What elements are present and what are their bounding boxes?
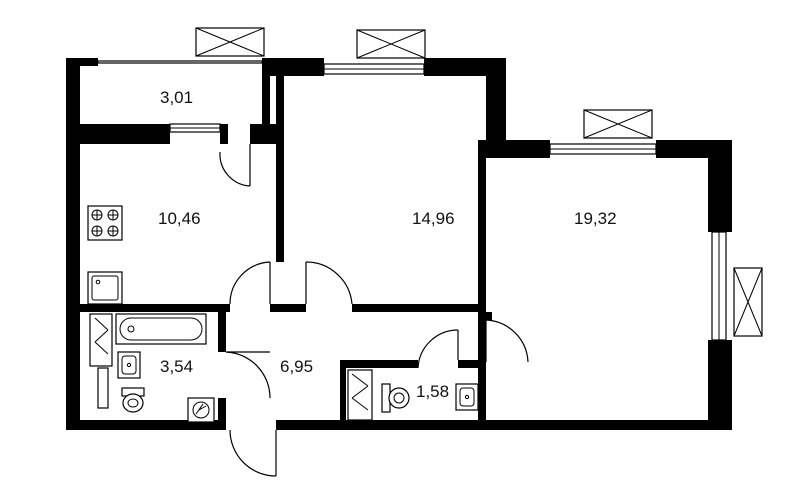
wall-balcony-bottom	[66, 124, 170, 144]
room-area-toilet: 1,58	[416, 382, 449, 401]
room-area-bathroom: 3,54	[160, 357, 193, 376]
wall-kitchen-bedroom	[276, 76, 284, 262]
toilet-icon	[381, 383, 410, 413]
wall-bottom	[66, 420, 222, 430]
washing-machine-icon	[187, 397, 215, 423]
room-area-living: 19,32	[574, 209, 617, 228]
room-area-balcony: 3,01	[160, 88, 193, 107]
wall-top-living	[486, 140, 550, 158]
walls	[66, 58, 732, 430]
sink-icon	[87, 271, 123, 305]
wall-top-bedroom	[270, 58, 324, 76]
toilet-icon	[121, 387, 145, 413]
washbasin-icon	[117, 351, 141, 379]
bathtub-icon	[115, 313, 207, 345]
stove-icon	[87, 205, 123, 241]
wall-balcony-right	[262, 58, 270, 126]
room-area-bedroom: 14,96	[412, 209, 455, 228]
room-area-kitchen: 10,46	[158, 209, 201, 228]
washbasin-icon	[455, 383, 479, 411]
shower-icon	[89, 313, 113, 409]
wall-balcony-top	[66, 58, 98, 66]
wall-right	[708, 140, 732, 232]
wall-bedroom-living	[478, 140, 486, 312]
wall-left	[66, 60, 80, 430]
shower-icon	[347, 369, 373, 421]
ac-unit-icon	[195, 27, 763, 337]
room-area-hall: 6,95	[280, 357, 313, 376]
window-icon	[169, 63, 727, 341]
door-icon	[219, 144, 529, 477]
